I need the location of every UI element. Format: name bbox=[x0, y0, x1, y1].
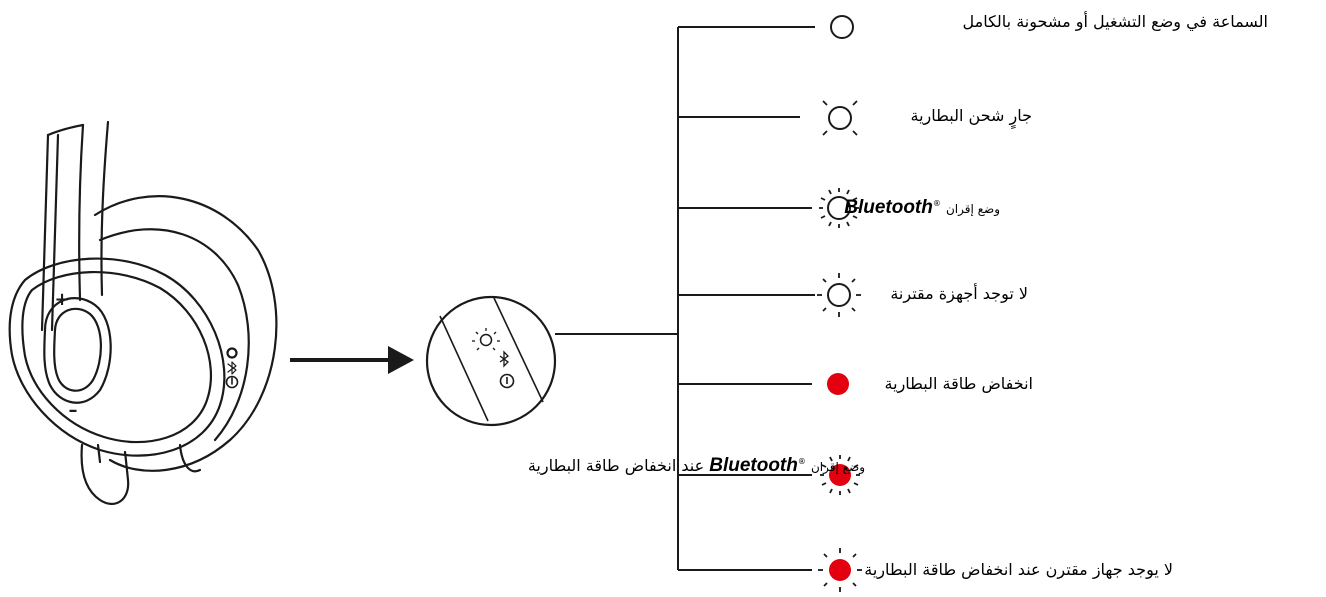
magnified-controls bbox=[425, 295, 557, 427]
label-bt-pairing-low-suffix: عند انخفاض طاقة البطارية bbox=[527, 456, 705, 475]
label-bt-pairing-low: وضع إقران ®Bluetooth عند انخفاض طاقة الب… bbox=[528, 452, 865, 477]
registered-mark: ® bbox=[797, 457, 806, 466]
label-bt-pairing-low-prefix: وضع إقران bbox=[810, 460, 865, 474]
led-indicator-icon bbox=[479, 333, 493, 347]
led-white-pulse-icon bbox=[822, 100, 858, 136]
headset-illustration bbox=[8, 120, 278, 505]
led-solid-red-icon bbox=[827, 373, 849, 395]
volume-plus-label: + bbox=[54, 289, 69, 310]
power-icon bbox=[499, 373, 515, 389]
led-white-flash-icon bbox=[819, 188, 859, 228]
label-low-battery: انخفاض طاقة البطارية bbox=[884, 374, 1033, 393]
led-white-blink-icon bbox=[817, 273, 861, 317]
led-red-blink-icon bbox=[818, 548, 862, 592]
label-bt-pairing: وضع إقران ®Bluetooth bbox=[844, 194, 1000, 219]
bluetooth-icon bbox=[499, 350, 509, 368]
led-solid-white-icon bbox=[830, 15, 854, 39]
led-indicator-icon bbox=[226, 347, 238, 359]
label-charging: جارٍ شحن البطارية bbox=[910, 106, 1032, 125]
label-bt-pairing-prefix: وضع إقران bbox=[945, 202, 1000, 216]
bluetooth-icon bbox=[227, 361, 237, 375]
volume-minus-label: – bbox=[69, 400, 78, 421]
arrow-right-icon bbox=[290, 346, 414, 374]
label-no-paired-low: لا يوجد جهاز مقترن عند انخفاض طاقة البطا… bbox=[864, 560, 1173, 579]
led-red-flash-icon bbox=[820, 455, 860, 495]
registered-mark: ® bbox=[932, 199, 941, 208]
bluetooth-brand: Bluetooth bbox=[844, 197, 933, 218]
ear-cup-face bbox=[8, 257, 226, 457]
headband bbox=[40, 133, 50, 332]
label-on-full: السماعة في وضع التشغيل أو مشحونة بالكامل bbox=[962, 12, 1269, 31]
power-icon bbox=[225, 375, 239, 389]
ear-cup-outer bbox=[93, 195, 278, 472]
label-no-paired: لا توجد أجهزة مقترنة bbox=[890, 284, 1028, 303]
bluetooth-brand: Bluetooth bbox=[709, 455, 798, 476]
mic-boom bbox=[80, 443, 130, 505]
legend-tree bbox=[677, 26, 815, 571]
